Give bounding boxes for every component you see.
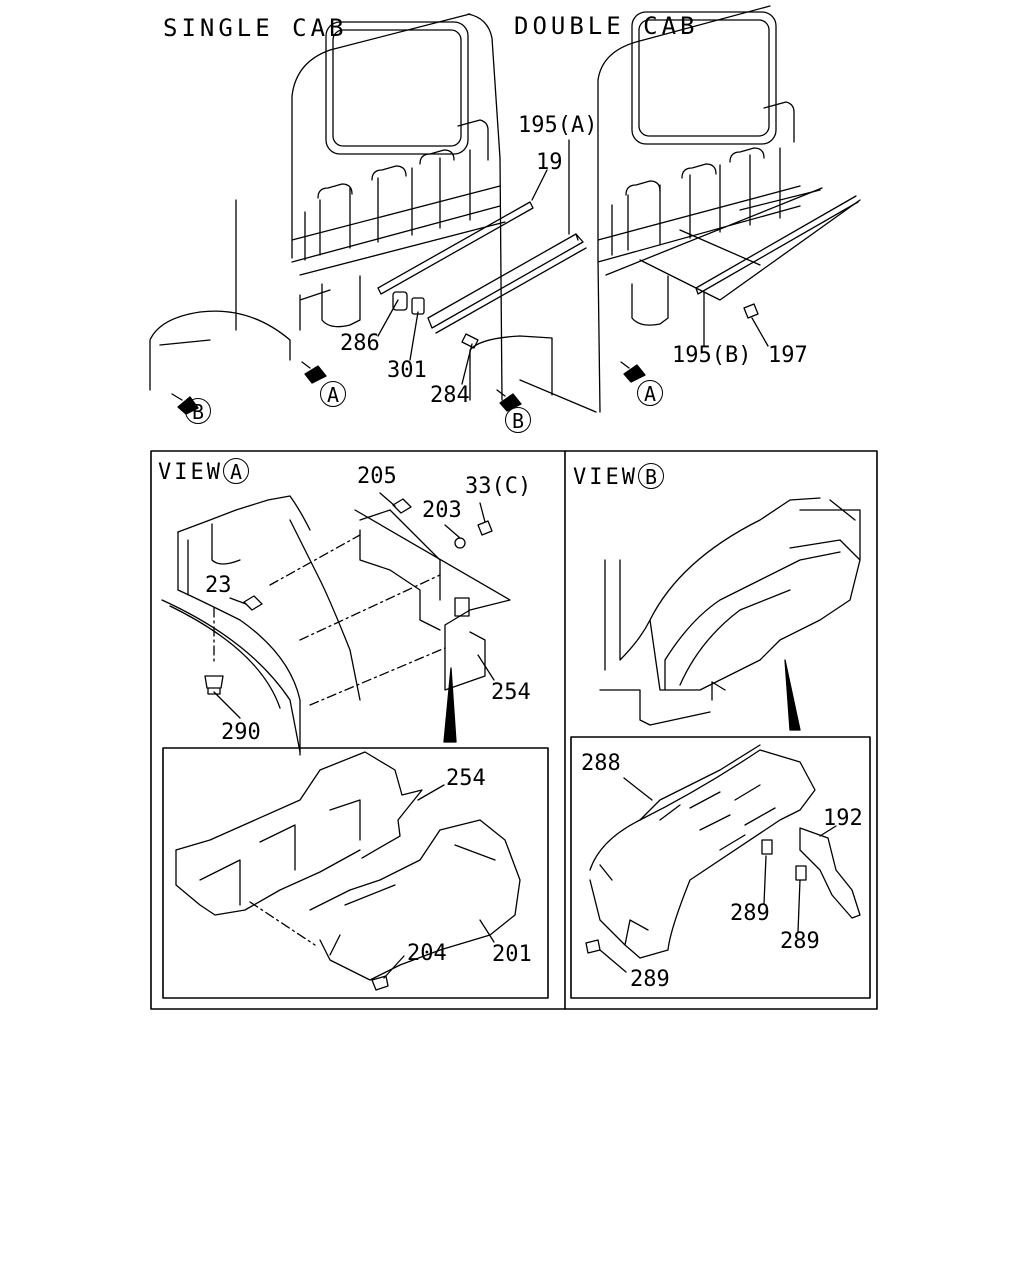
part-label-301: 301 [387,358,427,383]
part-label-254-view: 254 [491,680,531,705]
part-label-23: 23 [205,573,232,598]
part-label-19: 19 [536,150,563,175]
part-label-192: 192 [823,806,863,831]
part-label-205: 205 [357,464,397,489]
part-label-204: 204 [407,941,447,966]
double-cab-drawing [470,6,860,412]
part-label-33c: 33(C) [465,474,532,499]
single-cab-header: SINGLE CAB [163,14,348,42]
part-label-288: 288 [581,751,621,776]
view-arrow-b-left: B [185,398,211,424]
part-label-290: 290 [221,720,261,745]
part-label-195b: 195(B) [672,343,752,368]
part-label-197: 197 [768,343,808,368]
part-label-289-upper: 289 [730,901,770,926]
part-label-289-lower: 289 [630,967,670,992]
view-arrow-a-left: A [320,381,346,407]
part-label-289-right: 289 [780,929,820,954]
view-arrow-b-center: B [505,407,531,433]
view-b-drawing [586,498,860,972]
part-label-195a: 195(A) [518,113,598,138]
part-label-286: 286 [340,331,380,356]
single-cab-drawing [150,14,586,414]
part-label-201: 201 [492,942,532,967]
view-a-drawing [162,493,520,990]
double-cab-header: DOUBLE CAB [514,12,699,40]
part-label-254-inset: 254 [446,766,486,791]
view-arrow-a-right: A [637,380,663,406]
part-label-203: 203 [422,498,462,523]
part-label-284: 284 [430,383,470,408]
